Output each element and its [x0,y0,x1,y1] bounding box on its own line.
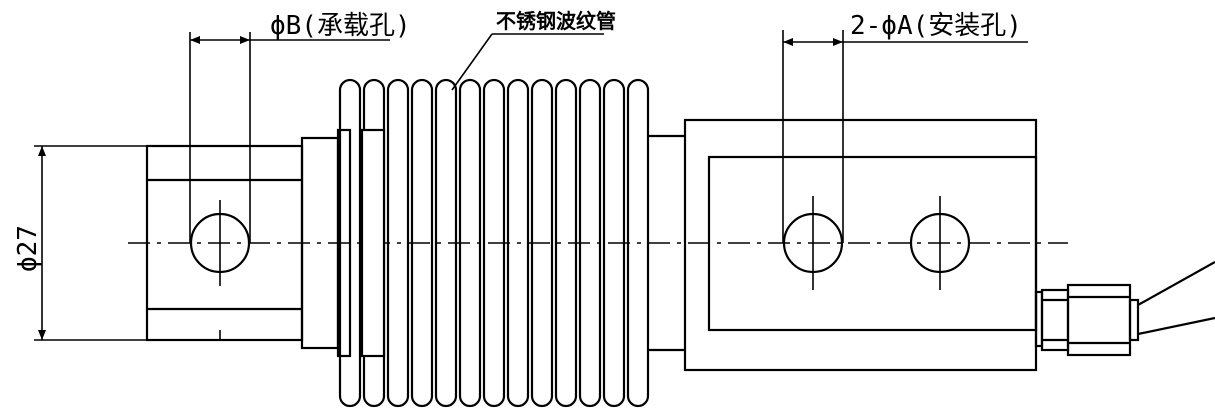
diameter-dimension [34,145,147,341]
bellows-label: 不锈钢波纹管 [496,9,616,33]
bearing-hole-label: ϕB(承载孔) [270,11,411,41]
bellows-leader [451,33,604,91]
mounting-hole-2 [909,196,971,290]
cable [1137,261,1215,336]
bearing-hole [189,200,251,340]
cable-gland [1034,283,1140,357]
bearing-hole-dimension [189,32,390,243]
mounting-hole-dimension [782,30,1028,243]
mounting-holes-label: 2-ϕA(安装孔) [850,11,1022,41]
bellows [338,78,685,408]
mounting-block [683,118,1038,372]
diameter-label: ϕ27 [13,225,43,272]
mounting-hole-1 [782,196,844,290]
bearing-end-block [145,128,352,358]
